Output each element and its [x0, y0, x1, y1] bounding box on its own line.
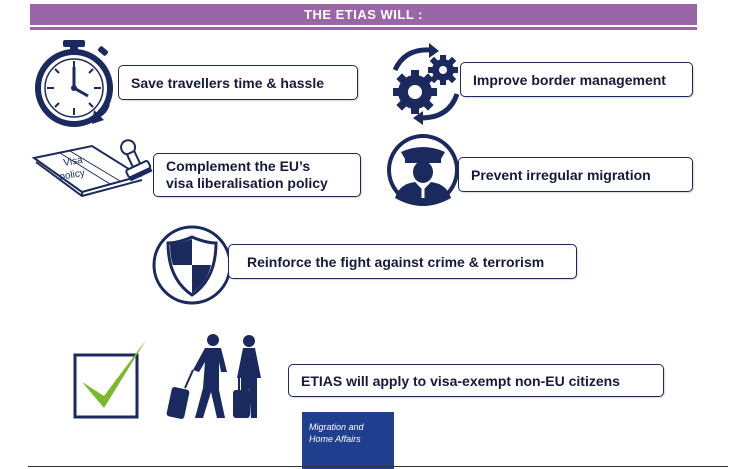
passport-text: policy	[59, 168, 86, 183]
benefit-label: Save travellers time & hassle	[131, 74, 325, 91]
benefit-visa-policy: Complement the EU’s visa liberalisation …	[153, 153, 361, 197]
police-officer-icon	[387, 134, 459, 206]
banner-title: THE ETIAS WILL :	[30, 4, 697, 25]
checkmark-icon	[73, 340, 146, 419]
benefit-label: Reinforce the fight against crime & terr…	[247, 253, 545, 270]
passport-stamp-icon: Visa policy	[31, 139, 153, 198]
benefit-label-line1: Complement the EU’s	[166, 158, 311, 174]
benefit-irregular-migration: Prevent irregular migration	[458, 157, 693, 192]
benefit-border-management: Improve border management	[460, 62, 693, 97]
benefit-label: Prevent irregular migration	[471, 166, 651, 183]
bottom-divider	[28, 466, 728, 467]
benefit-crime-terrorism: Reinforce the fight against crime & terr…	[228, 244, 577, 279]
etias-applies-banner: ETIAS will apply to visa-exempt non-EU c…	[288, 364, 664, 397]
benefit-label-line2: visa liberalisation policy	[166, 175, 328, 191]
etias-applies-label: ETIAS will apply to visa-exempt non-EU c…	[301, 372, 620, 389]
logo-line1: Migration and	[309, 422, 364, 432]
eu-migration-logo: Migration and Home Affairs	[302, 412, 394, 469]
logo-line2: Home Affairs	[309, 434, 361, 444]
shield-icon	[152, 225, 232, 305]
stopwatch-icon	[35, 40, 113, 127]
gears-icon	[392, 43, 460, 125]
benefit-save-time: Save travellers time & hassle	[118, 65, 358, 100]
banner-divider	[30, 27, 697, 30]
passport-text: Visa	[63, 155, 84, 169]
benefit-label: Improve border management	[473, 71, 666, 88]
travellers-icon	[166, 334, 261, 419]
